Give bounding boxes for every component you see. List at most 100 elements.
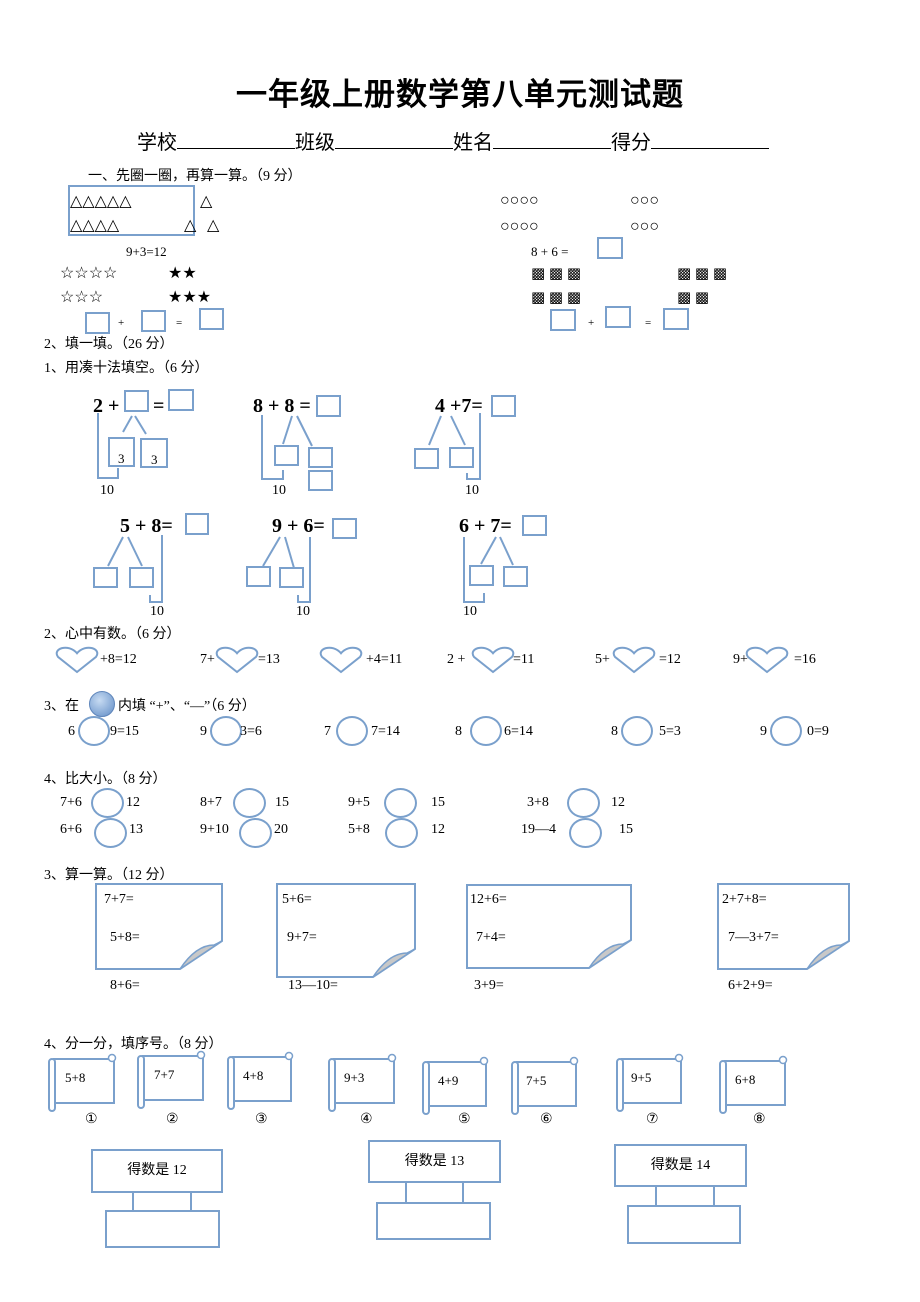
- star-row: ★★: [168, 264, 197, 282]
- heart-answer-shape[interactable]: [471, 646, 515, 674]
- scroll-expression: 4+8: [243, 1067, 264, 1083]
- section-4-heading: 4、分一分，填序号。（8 分）: [44, 1036, 223, 1052]
- info-label-name: 姓名: [453, 132, 493, 154]
- compare-answer-circle[interactable]: [384, 788, 417, 818]
- scroll-number-label: ⑤: [458, 1111, 471, 1127]
- sign-operand-b: 3=6: [240, 723, 262, 739]
- sign-answer-circle[interactable]: [210, 716, 242, 746]
- make-ten-result-box[interactable]: [316, 395, 341, 417]
- sign-answer-circle[interactable]: [621, 716, 653, 746]
- ten-label: 10: [463, 603, 477, 619]
- connector-line: [134, 415, 147, 435]
- info-label-school: 学校: [137, 132, 177, 154]
- calc-problem: 2+7+8=: [722, 891, 767, 907]
- split-box[interactable]: [308, 470, 333, 491]
- make-ten-addend-box[interactable]: [124, 390, 149, 412]
- circle-row: ○○○○: [500, 191, 539, 209]
- split-box[interactable]: [414, 448, 439, 469]
- square-answer-box-1[interactable]: [550, 309, 576, 331]
- star-answer-box-1[interactable]: [85, 312, 110, 334]
- split-box[interactable]: [279, 567, 304, 588]
- group-answer-box[interactable]: [376, 1202, 491, 1240]
- split-box[interactable]: [503, 566, 528, 587]
- split-box[interactable]: [449, 447, 474, 468]
- make-ten-result-box[interactable]: [522, 515, 547, 536]
- star-answer-box-3[interactable]: [199, 308, 224, 330]
- heart-answer-shape[interactable]: [612, 646, 656, 674]
- square-answer-box-3[interactable]: [663, 308, 689, 330]
- sign-operand-b: 9=15: [110, 723, 139, 739]
- heart-answer-shape[interactable]: [215, 646, 259, 674]
- group-label-box: [368, 1140, 501, 1183]
- triangle-row: △: [200, 192, 213, 210]
- star-answer-box-2[interactable]: [141, 310, 166, 332]
- circle-answer-box[interactable]: [597, 237, 623, 259]
- card-folded-corner-icon: [806, 940, 850, 970]
- sign-answer-circle[interactable]: [770, 716, 802, 746]
- scroll-card: [516, 1061, 577, 1107]
- heart-pre-text: 9+: [733, 651, 748, 667]
- split-box[interactable]: [140, 438, 168, 468]
- split-box[interactable]: [108, 437, 135, 467]
- compare-answer-circle[interactable]: [385, 818, 418, 848]
- sign-operand-a: 8: [611, 723, 618, 739]
- heart-pre-text: 7+: [200, 651, 215, 667]
- page-title: 一年级上册数学第八单元测试题: [236, 76, 684, 112]
- card-folded-corner-icon: [179, 940, 223, 970]
- split-box[interactable]: [308, 447, 333, 468]
- scroll-card: [621, 1058, 682, 1104]
- group-answer-box[interactable]: [105, 1210, 220, 1248]
- info-blank-score[interactable]: [651, 130, 769, 149]
- split-box[interactable]: [129, 567, 154, 588]
- compare-right: 12: [431, 821, 445, 837]
- make-ten-result-box[interactable]: [332, 518, 357, 539]
- info-blank-class[interactable]: [335, 130, 453, 149]
- compare-answer-circle[interactable]: [94, 818, 127, 848]
- heart-pre-text: 5+: [595, 651, 610, 667]
- compare-right: 15: [431, 794, 445, 810]
- make-ten-result-box[interactable]: [168, 389, 194, 411]
- connector-line: [262, 536, 281, 567]
- compare-answer-circle[interactable]: [569, 818, 602, 848]
- group-label-box: [614, 1144, 747, 1187]
- compare-right: 20: [274, 821, 288, 837]
- make-ten-bracket: [149, 535, 163, 603]
- heart-answer-shape[interactable]: [55, 646, 99, 674]
- square-answer-box-2[interactable]: [605, 306, 631, 328]
- compare-right: 13: [129, 821, 143, 837]
- compare-answer-circle[interactable]: [567, 788, 600, 818]
- compare-answer-circle[interactable]: [233, 788, 266, 818]
- scroll-expression: 5+8: [65, 1069, 86, 1085]
- compare-heading: 4、比大小。（8 分）: [44, 771, 167, 787]
- info-label-class: 班级: [295, 132, 335, 154]
- ten-label: 10: [272, 482, 286, 498]
- scroll-roll-icon: [511, 1061, 519, 1115]
- section-2-heading: 2、填一填。（26 分）: [44, 336, 174, 352]
- compare-left: 9+10: [200, 821, 229, 837]
- compare-left: 6+6: [60, 821, 82, 837]
- scroll-roll-icon: [227, 1056, 235, 1110]
- make-ten-heading: 1、用凑十法填空。（6 分）: [44, 360, 209, 376]
- sign-answer-circle[interactable]: [78, 716, 110, 746]
- scroll-roll-icon: [422, 1061, 430, 1115]
- sign-answer-circle[interactable]: [336, 716, 368, 746]
- group-answer-box[interactable]: [627, 1205, 741, 1244]
- connector-line: [480, 536, 497, 565]
- heart-answer-shape[interactable]: [319, 646, 363, 674]
- circle-row: ○○○: [630, 191, 659, 209]
- split-box[interactable]: [246, 566, 271, 587]
- split-box[interactable]: [469, 565, 494, 586]
- compare-answer-circle[interactable]: [91, 788, 124, 818]
- compare-answer-circle[interactable]: [239, 818, 272, 848]
- heart-answer-shape[interactable]: [745, 646, 789, 674]
- info-blank-school[interactable]: [177, 130, 295, 149]
- sign-operand-b: 0=9: [807, 723, 829, 739]
- info-blank-name[interactable]: [493, 130, 611, 149]
- sign-answer-circle[interactable]: [470, 716, 502, 746]
- split-box[interactable]: [274, 445, 299, 466]
- star-row: ☆☆☆☆: [60, 264, 118, 282]
- make-ten-result-box[interactable]: [491, 395, 516, 417]
- make-ten-result-box[interactable]: [185, 513, 209, 535]
- split-box[interactable]: [93, 567, 118, 588]
- make-ten-expr: 8 + 8 =: [253, 395, 311, 418]
